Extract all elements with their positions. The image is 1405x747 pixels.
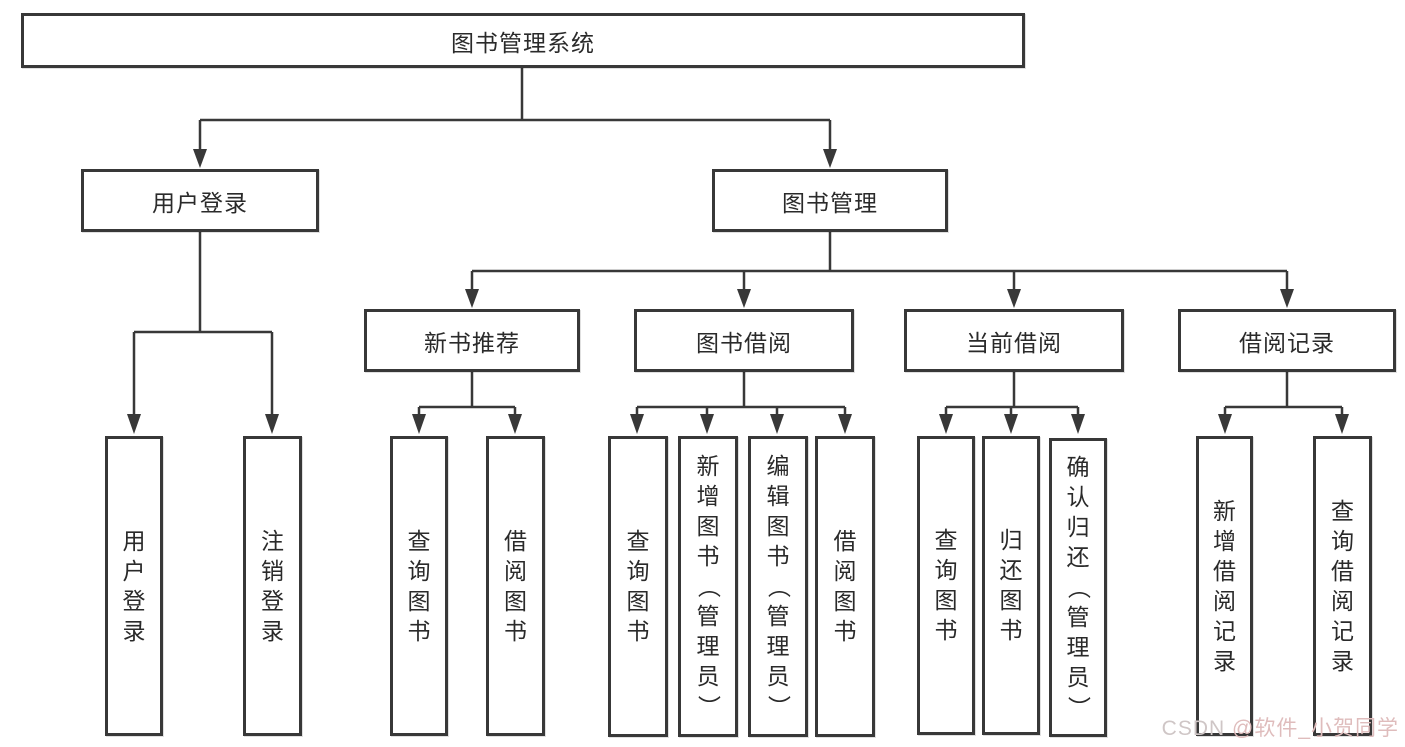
arrowhead — [838, 414, 852, 434]
arrowhead — [1280, 289, 1294, 308]
leaf-label: 查询借阅记录 — [1331, 497, 1354, 674]
leaf-add-books-admin: 新增图书（管理员） — [678, 436, 738, 737]
arrowheads — [127, 149, 1349, 434]
leaf-label: 借阅图书 — [504, 527, 527, 644]
leaf-query-books-current: 查询图书 — [917, 436, 975, 735]
connector-new-book-recommend — [417, 372, 517, 418]
arrowhead — [630, 414, 644, 434]
leaf-add-borrow-record: 新增借阅记录 — [1196, 436, 1253, 736]
arrowhead — [193, 149, 207, 168]
node-book-management: 图书管理 — [712, 169, 948, 232]
arrowhead — [939, 414, 953, 434]
leaf-query-books-borrow: 查询图书 — [608, 436, 668, 737]
leaf-borrow-books: 借阅图书 — [815, 436, 875, 737]
node-library-system: 图书管理系统 — [21, 13, 1025, 68]
watermark-site: CSDN — [1161, 717, 1232, 740]
leaf-borrow-books-recommend: 借阅图书 — [486, 436, 545, 736]
arrowhead — [465, 289, 479, 308]
leaf-label: 确认归还（管理员） — [1065, 454, 1092, 720]
arrowhead — [1004, 414, 1018, 434]
arrowhead — [700, 414, 714, 434]
leaf-label: 借阅图书 — [833, 528, 857, 644]
arrowhead — [737, 289, 751, 308]
leaf-user-login: 用户登录 — [105, 436, 163, 736]
leaf-label: 归还图书 — [999, 527, 1023, 643]
watermark: CSDN @软件_小贺同学 — [1162, 712, 1399, 742]
arrowhead — [1007, 289, 1021, 308]
connector-root — [198, 68, 832, 151]
connector-current-borrow — [944, 372, 1080, 418]
node-book-borrow: 图书借阅 — [634, 309, 854, 372]
node-borrow-records: 借阅记录 — [1178, 309, 1396, 372]
arrowhead — [1218, 414, 1232, 434]
node-current-borrow: 当前借阅 — [904, 309, 1124, 372]
arrowhead — [265, 414, 279, 434]
watermark-author: @软件_小贺同学 — [1232, 717, 1399, 740]
arrowhead — [1335, 414, 1349, 434]
connector-book-borrow — [635, 372, 847, 418]
leaf-label: 查询图书 — [626, 528, 650, 644]
leaf-return-books: 归还图书 — [982, 436, 1040, 735]
leaf-label: 新增借阅记录 — [1213, 497, 1236, 674]
leaf-label: 新增图书（管理员） — [695, 453, 722, 719]
arrowhead — [508, 414, 522, 434]
leaf-label: 用户登录 — [122, 527, 146, 644]
node-user-login: 用户登录 — [81, 169, 319, 232]
connector-user-login — [132, 232, 274, 418]
leaf-query-books-recommend: 查询图书 — [390, 436, 448, 736]
arrowhead — [1071, 414, 1085, 434]
connector-book-management — [470, 232, 1289, 291]
leaf-label: 编辑图书（管理员） — [765, 453, 792, 719]
connector-borrow-records — [1223, 372, 1344, 418]
leaf-edit-books-admin: 编辑图书（管理员） — [748, 436, 808, 737]
arrowhead — [823, 149, 837, 168]
leaf-label: 查询图书 — [934, 527, 958, 643]
leaf-label: 注销登录 — [261, 527, 284, 644]
node-new-book-recommend: 新书推荐 — [364, 309, 580, 372]
arrowhead — [127, 414, 141, 434]
leaf-confirm-return-admin: 确认归还（管理员） — [1049, 438, 1107, 737]
leaf-logout: 注销登录 — [243, 436, 302, 736]
arrowhead — [412, 414, 426, 434]
arrowhead — [770, 414, 784, 434]
leaf-query-borrow-record: 查询借阅记录 — [1313, 436, 1372, 736]
leaf-label: 查询图书 — [407, 527, 431, 644]
